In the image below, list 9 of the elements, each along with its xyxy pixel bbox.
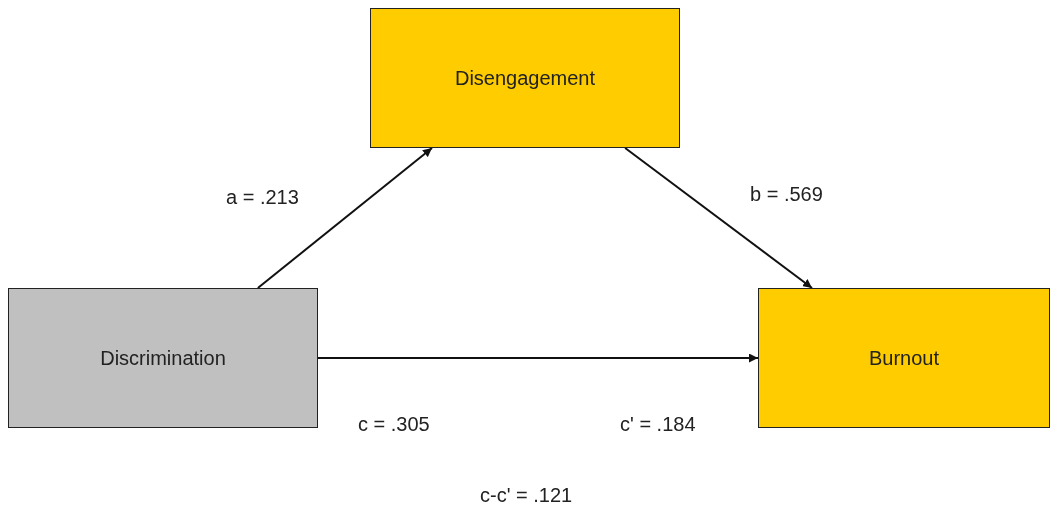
process-box xyxy=(758,288,1050,428)
node-label: Discrimination xyxy=(100,346,226,370)
arrow xyxy=(256,147,433,289)
process-box xyxy=(370,8,680,148)
arrow xyxy=(624,147,813,289)
process-box xyxy=(8,288,318,428)
arrow xyxy=(317,353,759,363)
node-label: Burnout xyxy=(868,346,940,370)
node-label: Disengagement xyxy=(454,66,596,90)
